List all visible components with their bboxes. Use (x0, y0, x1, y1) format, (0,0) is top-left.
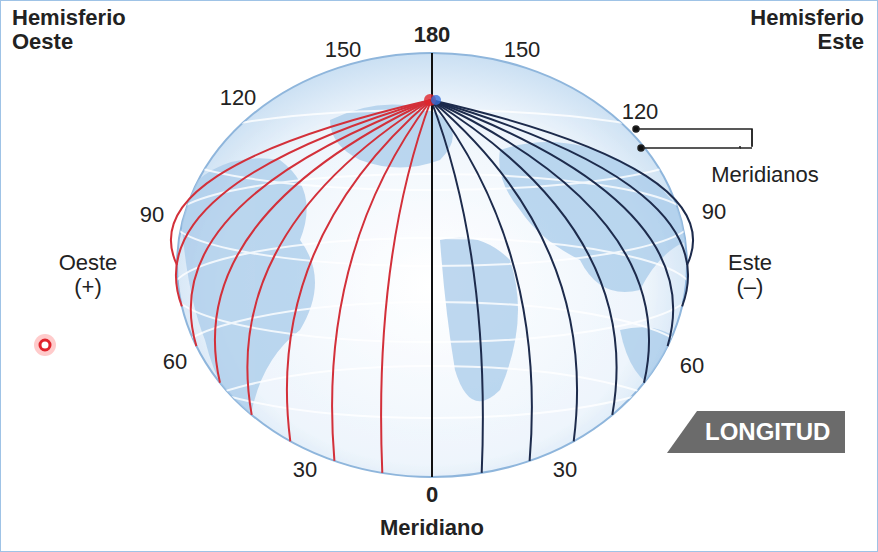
text-label: 90 (700, 200, 728, 224)
meridian-line (332, 100, 431, 461)
band-text: LONGITUD (667, 411, 845, 446)
meridian-line (431, 100, 688, 306)
meridian-line (431, 100, 532, 461)
text-label: Este (–) (712, 251, 788, 299)
meridian-line (431, 100, 483, 473)
text-label: 180 (412, 23, 453, 47)
text-label: 150 (323, 38, 364, 62)
meridian-line (431, 100, 577, 441)
text-label: Meridiano (378, 516, 486, 540)
meridian-line (431, 100, 693, 265)
text-label: Meridianos (709, 163, 821, 187)
text-label: 60 (161, 350, 189, 374)
text-label: 120 (620, 100, 661, 124)
text-label: 60 (678, 354, 706, 378)
meridian-line (381, 100, 431, 473)
text-label: Oeste (+) (50, 251, 126, 299)
text-label: 0 (424, 483, 440, 507)
text-label: 150 (502, 38, 543, 62)
meridian-line (215, 100, 431, 383)
meridian-line (171, 100, 431, 265)
text-label: Hemisferio Este (722, 6, 866, 54)
text-label: 120 (218, 86, 259, 110)
text-label: 90 (138, 203, 166, 227)
text-label: 30 (291, 458, 319, 482)
text-label: Hemisferio Oeste (10, 6, 154, 54)
title-band: LONGITUD (667, 411, 845, 453)
meridian-line (431, 100, 673, 346)
meridian-line (176, 100, 431, 306)
meridian-line (191, 100, 431, 346)
text-label: 30 (551, 458, 579, 482)
meridian-line (431, 100, 649, 383)
